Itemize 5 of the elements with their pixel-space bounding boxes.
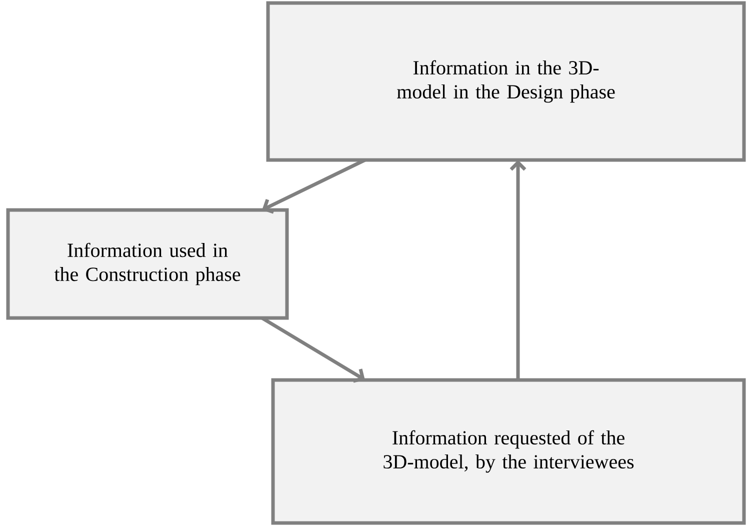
process-box: Information used in the Construction phase [6,208,289,320]
arrow [262,158,366,214]
process-box: Information in the 3D-model in the Design phase [266,1,746,162]
arrow [510,160,526,380]
process-box: Information requested of the 3D-model, by the interviewees [271,378,746,525]
